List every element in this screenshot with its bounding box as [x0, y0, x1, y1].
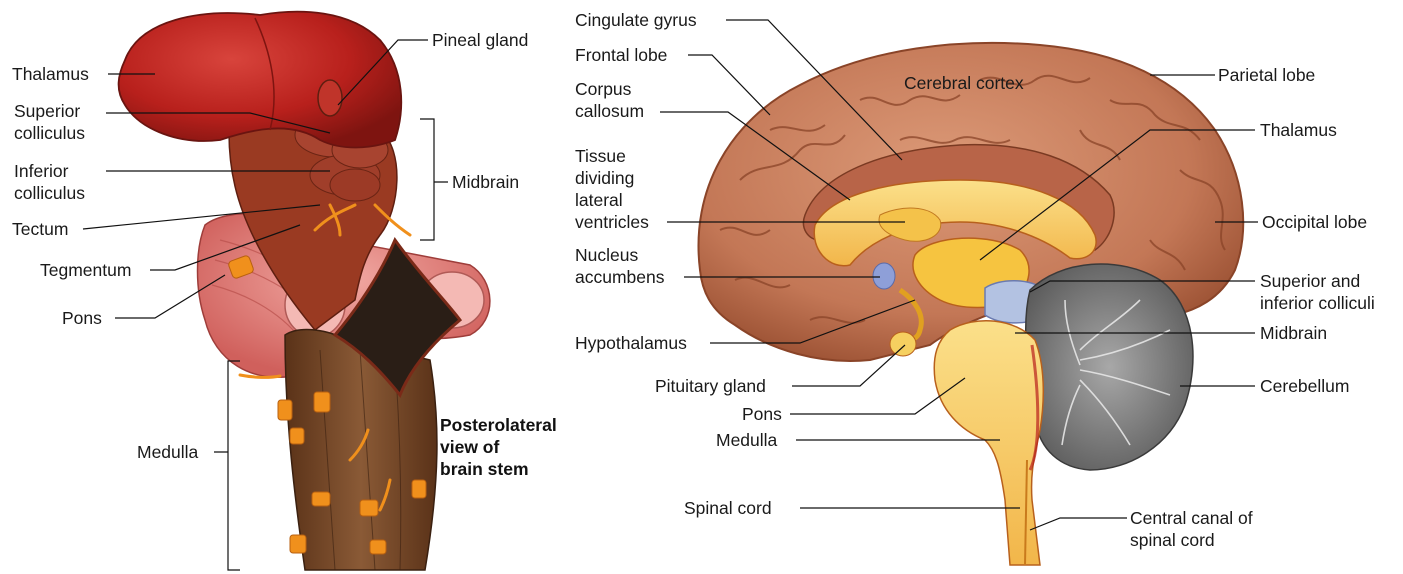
label-pons-left: Pons	[62, 307, 102, 329]
label-parietal-lobe: Parietal lobe	[1218, 64, 1315, 86]
nucleus-accumbens-shape	[873, 263, 895, 289]
label-midbrain-right: Midbrain	[1260, 322, 1327, 344]
label-tegmentum: Tegmentum	[40, 259, 131, 281]
label-inferior-colliculus: Inferior colliculus	[14, 160, 85, 204]
figure-caption: Posterolateral view of brain stem	[440, 414, 557, 480]
pineal-gland-shape	[318, 80, 342, 116]
cerebellum-shape	[1026, 264, 1193, 470]
label-nucleus-accumbens: Nucleus accumbens	[575, 244, 665, 288]
label-cerebellum: Cerebellum	[1260, 375, 1349, 397]
pituitary-shape	[890, 332, 916, 356]
label-cerebral-cortex: Cerebral cortex	[904, 72, 1024, 94]
label-tectum: Tectum	[12, 218, 68, 240]
label-thalamus-right: Thalamus	[1260, 119, 1337, 141]
label-pituitary-gland: Pituitary gland	[655, 375, 766, 397]
label-tissue-dividing: Tissue dividing lateral ventricles	[575, 145, 649, 233]
label-superior-colliculus: Superior colliculus	[14, 100, 85, 144]
bracket-medulla	[214, 361, 240, 570]
label-medulla-right: Medulla	[716, 429, 777, 451]
label-corpus-callosum: Corpus callosum	[575, 78, 644, 122]
label-midbrain-left: Midbrain	[452, 171, 519, 193]
thalamus-shape	[119, 12, 402, 148]
label-pineal-gland: Pineal gland	[432, 29, 528, 51]
sagittal-brain-drawing	[698, 43, 1243, 565]
brainstem-sagittal-shape	[934, 321, 1043, 565]
label-thalamus-left: Thalamus	[12, 63, 89, 85]
label-pons-right: Pons	[742, 403, 782, 425]
label-frontal-lobe: Frontal lobe	[575, 44, 667, 66]
leader-central-canal	[1030, 518, 1127, 530]
label-cingulate-gyrus: Cingulate gyrus	[575, 9, 697, 31]
bracket-midbrain	[420, 119, 448, 240]
label-spinal-cord: Spinal cord	[684, 497, 772, 519]
label-central-canal: Central canal of spinal cord	[1130, 507, 1253, 551]
brainstem-drawing	[119, 12, 490, 570]
label-medulla-left: Medulla	[137, 441, 198, 463]
label-occipital-lobe: Occipital lobe	[1262, 211, 1367, 233]
leader-frontal	[688, 55, 770, 115]
label-hypothalamus: Hypothalamus	[575, 332, 687, 354]
label-colliculi: Superior and inferior colliculi	[1260, 270, 1375, 314]
